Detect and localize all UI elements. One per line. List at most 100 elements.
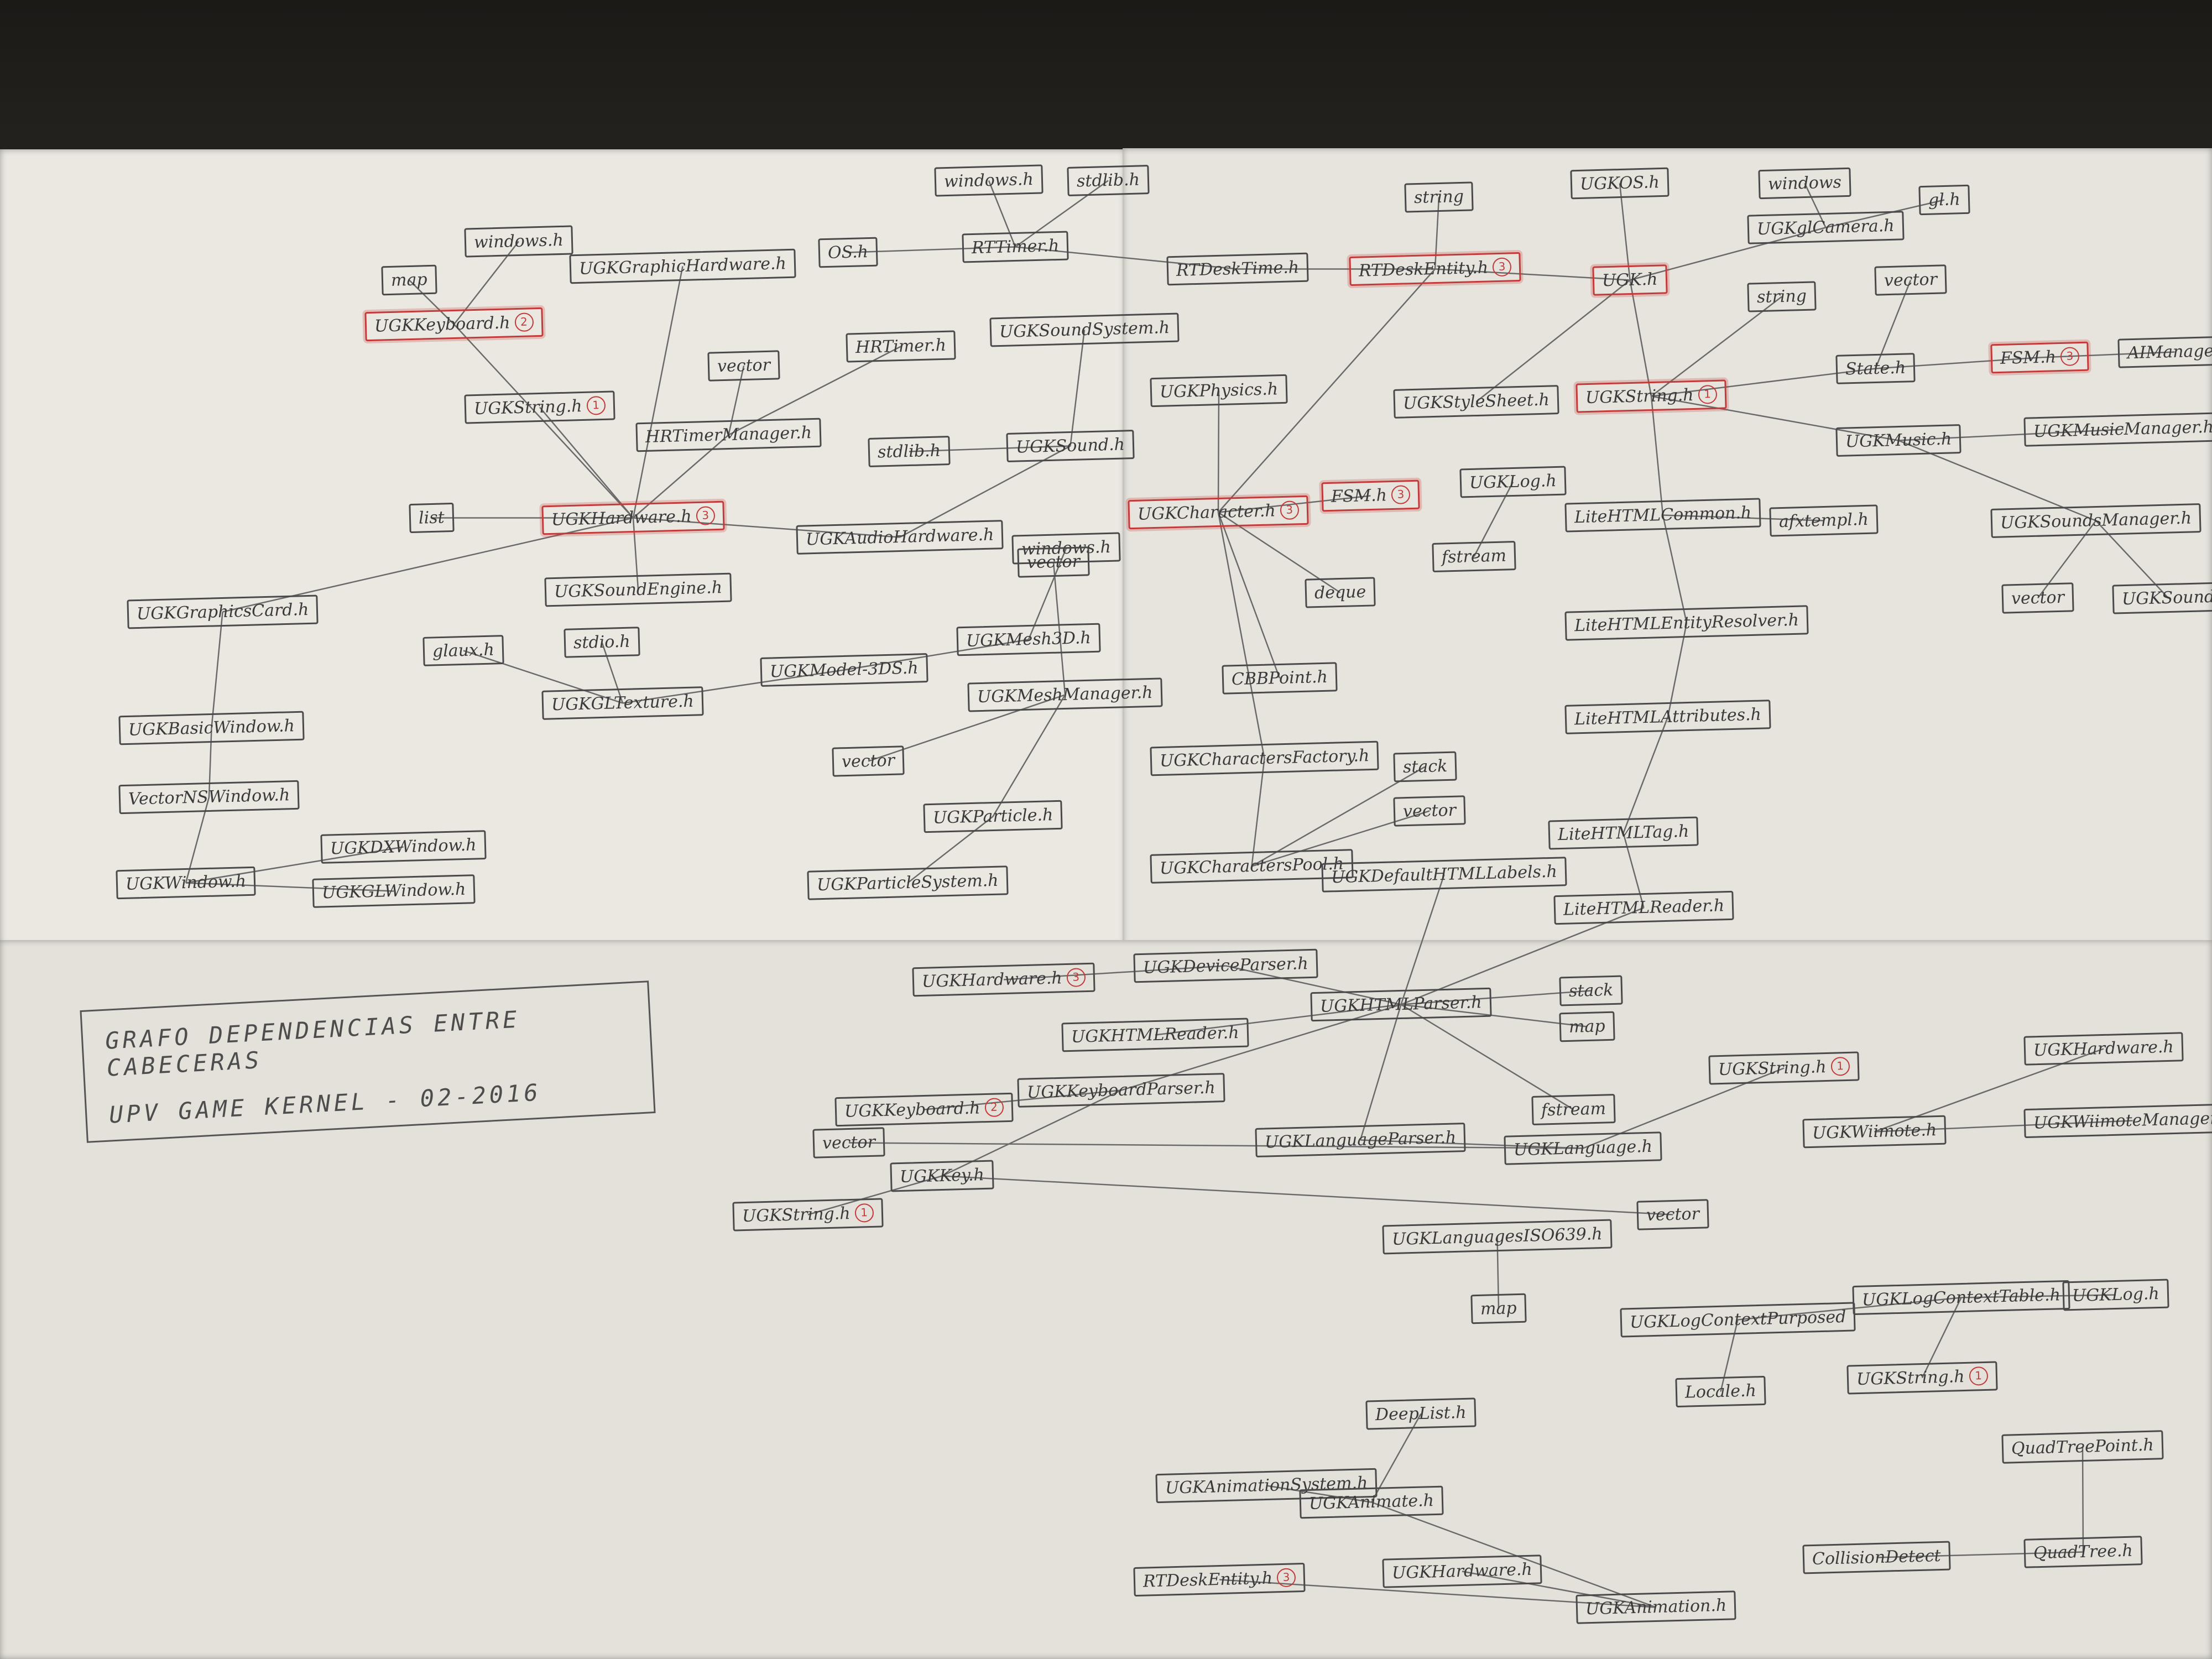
dependency-edge (844, 639, 1029, 671)
dependency-node: string (1404, 181, 1474, 213)
dependency-node: UGKStyleSheet.h (1393, 385, 1559, 419)
node-label: stdlib.h (877, 441, 941, 462)
dependency-node: UGKMesh3D.h (956, 623, 1101, 656)
dependency-edge (1266, 1485, 1372, 1503)
node-label: CBBPoint.h (1231, 667, 1328, 690)
node-label: UGKPhysics.h (1159, 379, 1279, 402)
node-label: UGKDXWindow.h (330, 835, 477, 859)
dependency-node: State.h (1835, 353, 1916, 384)
dependency-node: string (1747, 281, 1817, 312)
dependency-edge (1218, 495, 1371, 513)
dependency-edge (1251, 758, 1265, 867)
dependency-node: UGKCharactersFactory.h (1150, 740, 1379, 776)
node-label: UGKHardware.h (551, 507, 692, 530)
dependency-edge (941, 1089, 1122, 1177)
dependency-edge (942, 1175, 1673, 1215)
dependency-node: windows.h (934, 164, 1044, 197)
dependency-edge (1875, 280, 1912, 369)
node-label: UGKString.h (1856, 1366, 1965, 1390)
dependency-node: UGKGraphicHardware.h (569, 248, 796, 284)
dependency-node: HRTimerManager.h (635, 418, 822, 452)
node-label: UGKAnimation.h (1585, 1595, 1727, 1619)
node-label: RTDeskTime.h (1176, 258, 1300, 280)
dependency-node: UGKHTMLParser.h (1310, 987, 1492, 1022)
dependency-node: vector (1393, 795, 1466, 827)
node-number-badge: 1 (1969, 1366, 1988, 1386)
node-label: QuadTreePoint.h (2011, 1435, 2154, 1459)
node-label: vector (841, 750, 895, 772)
node-label: stdio.h (573, 632, 631, 653)
node-label: FSM.h (2000, 347, 2057, 368)
node-label: UGKGraphicsCard.h (136, 599, 309, 624)
node-label: UGKLogContextTable.h (1861, 1285, 2061, 1310)
dependency-node: UGKHardware.h (1382, 1554, 1542, 1588)
node-label: UGKMusic.h (1845, 429, 1952, 452)
node-label: UGK.h (1601, 269, 1658, 291)
dependency-edge (2039, 351, 2175, 358)
dependency-edge (1401, 1004, 1588, 1027)
node-label: UGKHardware.h (2033, 1037, 2174, 1061)
dependency-node: UGKSound (2112, 582, 2212, 614)
node-number-badge: 1 (586, 395, 606, 415)
dependency-edge (1003, 965, 1226, 980)
dependency-node: UGKDXWindow.h (320, 830, 487, 864)
node-label: UGKWiimoteManager.h (2033, 1108, 2212, 1133)
dependency-node: UGKLog.h (1459, 466, 1567, 498)
node-label: UGKLog.h (1469, 471, 1557, 493)
dependency-edge (1473, 481, 1514, 557)
dependency-edge (1219, 1579, 1656, 1608)
dependency-edge (1898, 440, 2096, 521)
dependency-node: LiteHTMLAttributes.h (1564, 700, 1771, 734)
node-label: map (390, 270, 427, 290)
dependency-node: LiteHTMLTag.h (1548, 816, 1699, 850)
node-label: UGKString.h (742, 1203, 851, 1227)
dependency-edge (1804, 182, 1827, 228)
node-label: UGKCharacter.h (1137, 501, 1276, 524)
dependency-node: UGKLanguagesISO639.h (1382, 1219, 1613, 1255)
dependency-edge (988, 180, 1016, 247)
dependency-edge (1921, 1297, 1962, 1379)
dependency-edge (1874, 1048, 2104, 1133)
node-label: UGKSoundSystem.h (999, 317, 1170, 342)
node-label: QuadTree.h (2033, 1541, 2133, 1563)
node-label: deque (1314, 582, 1366, 603)
dependency-node: AIManager (2117, 336, 2212, 368)
node-number-badge: 3 (696, 506, 716, 526)
dependency-edge (1651, 395, 1899, 441)
node-label: vector (1646, 1204, 1700, 1225)
dependency-node: UGKPhysics.h (1150, 374, 1288, 408)
dependency-edge (1217, 390, 1220, 513)
dependency-node: vector (1874, 264, 1947, 296)
dependency-node: vector (2001, 582, 2074, 614)
node-label: UGKString.h (1585, 385, 1694, 408)
dependency-node: UGKLog.h (2062, 1279, 2169, 1311)
dependency-node: windows (1758, 167, 1851, 200)
node-label: UGKAnimate.h (1308, 1491, 1434, 1514)
node-number-badge: 3 (1280, 500, 1300, 520)
dependency-node: UGKAnimation.h (1575, 1590, 1736, 1624)
node-number-badge: 2 (984, 1098, 1004, 1118)
node-label: UGKSound.h (1015, 435, 1125, 457)
paper-sheet-top-right (1123, 148, 2212, 946)
dependency-edge (1070, 330, 1086, 446)
node-label: AIManager (2127, 341, 2212, 363)
dependency-node: UGKParticle.h (923, 800, 1063, 833)
dependency-node: deque (1305, 577, 1376, 608)
dependency-node: LiteHTMLCommon.h (1564, 498, 1761, 533)
node-number-badge: 3 (1276, 1568, 1296, 1588)
node-label: Locale.h (1684, 1381, 1757, 1402)
node-label: RTDeskEntity.h (1142, 1568, 1273, 1592)
node-label: vector (1884, 269, 1938, 291)
dependency-edge (868, 694, 1066, 762)
dependency-node: UGKGLTexture.h (541, 686, 704, 720)
dependency-node: UGKMusic.h (1835, 424, 1962, 457)
dependency-edge (848, 246, 1016, 253)
dependency-node: vector (1636, 1199, 1709, 1230)
node-number-badge: 3 (1066, 968, 1086, 988)
dependency-node: UGKAnimate.h (1299, 1485, 1444, 1519)
dependency-edge (211, 612, 223, 728)
